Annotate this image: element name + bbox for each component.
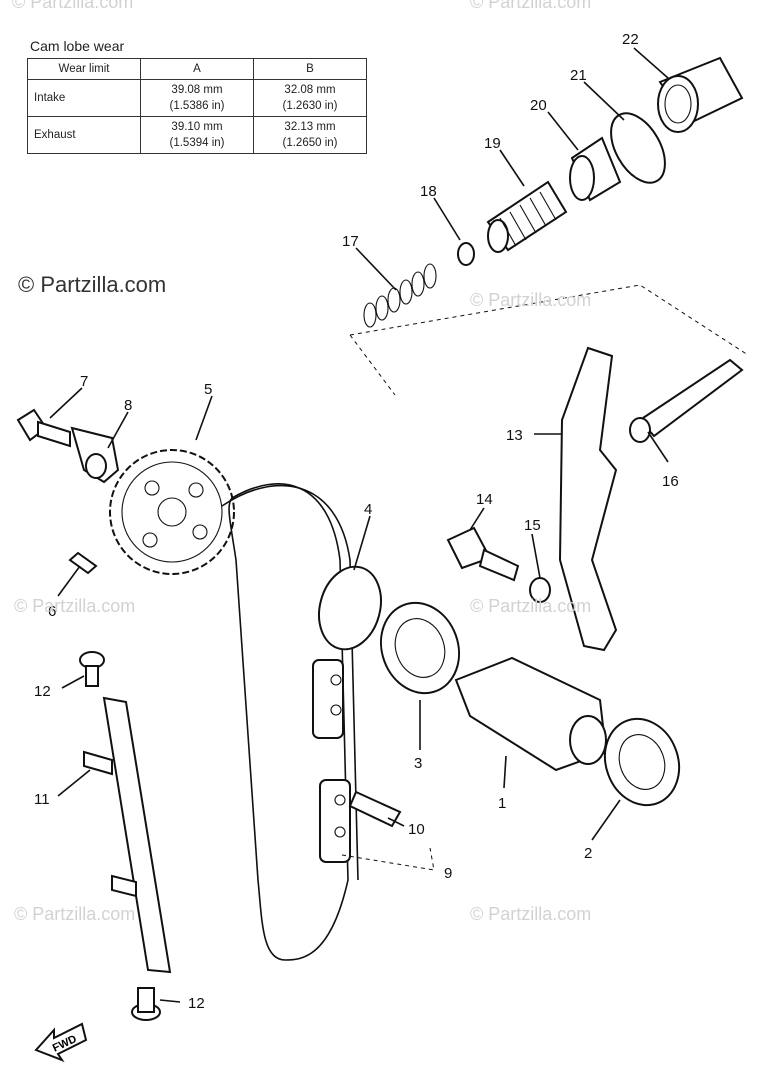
- callout-11: 11: [34, 791, 50, 808]
- callout-13: 13: [506, 427, 523, 444]
- fwd-arrow-icon: FWD: [34, 1022, 88, 1063]
- part-5-sprocket: [109, 449, 235, 575]
- part-17-spring: [363, 263, 437, 328]
- callout-12-upper: 12: [34, 683, 51, 700]
- part-6-dowel-pin: [68, 551, 98, 575]
- watermark: © Partzilla.com: [14, 596, 136, 616]
- callout-20: 20: [530, 97, 547, 114]
- callout-16: 16: [662, 473, 679, 490]
- callout-18: 18: [420, 183, 437, 200]
- table-header-row: Wear limit A B: [27, 58, 367, 80]
- leader-lines: [49, 47, 669, 1003]
- callout-17: 17: [342, 233, 359, 250]
- part-16-pivot-bolt: [629, 358, 744, 443]
- header-b: B: [253, 58, 367, 80]
- part-20-nut: [569, 136, 622, 202]
- part-18-washer: [457, 242, 475, 266]
- part-9-chain-link: [312, 659, 351, 863]
- cam-chain: [228, 483, 349, 961]
- callout-1: 1: [498, 795, 506, 812]
- intake-b-cell: 32.08 mm (1.2630 in): [253, 79, 367, 117]
- watermark: © Partzilla.com: [12, 0, 134, 12]
- spec-table-title: Cam lobe wear: [30, 38, 125, 54]
- callout-21: 21: [570, 67, 587, 84]
- watermark: © Partzilla.com: [470, 904, 592, 924]
- intake-a-mm: 39.08 mm: [171, 84, 223, 96]
- row-label-exhaust: Exhaust: [27, 116, 141, 154]
- watermark: © Partzilla.com: [14, 904, 136, 924]
- callout-14: 14: [476, 491, 493, 508]
- exhaust-b-mm: 32.13 mm: [284, 121, 336, 133]
- callout-10: 10: [408, 821, 425, 838]
- callout-7: 7: [80, 373, 88, 390]
- header-a: A: [140, 58, 254, 80]
- callout-22: 22: [622, 31, 639, 48]
- exhaust-b-cell: 32.13 mm (1.2650 in): [253, 116, 367, 154]
- group-bracket-upper: [349, 284, 749, 396]
- exhaust-a-cell: 39.10 mm (1.5394 in): [140, 116, 254, 154]
- callout-3: 3: [414, 755, 422, 772]
- part-2-bearing: [603, 717, 681, 807]
- callout-8: 8: [124, 397, 132, 414]
- callout-12-lower: 12: [188, 995, 205, 1012]
- part-12-bolt-lower: [131, 987, 161, 1021]
- callout-15: 15: [524, 517, 541, 534]
- table-row-intake: Intake 39.08 mm (1.5386 in) 32.08 mm (1.…: [27, 79, 367, 117]
- part-10-master-link: [348, 790, 402, 828]
- part-8-lock-washer: [70, 426, 120, 484]
- part-11-chain-guide: [83, 696, 172, 974]
- part-1-camshaft: [454, 656, 608, 772]
- exhaust-a-mm: 39.10 mm: [171, 121, 223, 133]
- part-7-bolt: [16, 408, 71, 448]
- callout-2: 2: [584, 845, 592, 862]
- part-12-bolt-upper: [79, 651, 105, 687]
- intake-b-mm: 32.08 mm: [284, 84, 336, 96]
- exhaust-b-in: (1.2650 in): [282, 137, 338, 149]
- watermark-logo: © Partzilla.com: [18, 272, 167, 297]
- callout-9: 9: [444, 865, 452, 882]
- part-4-circlip: [318, 565, 382, 651]
- callout-19: 19: [484, 135, 501, 152]
- intake-b-in: (1.2630 in): [282, 100, 338, 112]
- watermark: © Partzilla.com: [470, 290, 592, 310]
- exhaust-a-in: (1.5394 in): [169, 137, 225, 149]
- group-bracket-chain: [341, 847, 435, 871]
- part-13-tensioner-guide: [558, 346, 618, 652]
- callout-6: 6: [48, 603, 56, 620]
- part-3-bearing: [379, 601, 461, 695]
- cam-chain-inner: [221, 484, 359, 881]
- part-14-guide-bolt: [446, 526, 520, 582]
- part-19-plunger: [486, 180, 568, 253]
- watermark: © Partzilla.com: [470, 0, 592, 12]
- part-22-cap: [657, 56, 744, 133]
- watermark: © Partzilla.com: [470, 596, 592, 616]
- callout-4: 4: [364, 501, 372, 518]
- header-wear-limit: Wear limit: [27, 58, 141, 80]
- table-row-exhaust: Exhaust 39.10 mm (1.5394 in) 32.13 mm (1…: [27, 116, 367, 154]
- row-label-intake: Intake: [27, 79, 141, 117]
- intake-a-in: (1.5386 in): [169, 100, 225, 112]
- intake-a-cell: 39.08 mm (1.5386 in): [140, 79, 254, 117]
- callout-5: 5: [204, 381, 212, 398]
- cam-lobe-wear-table: Wear limit A B Intake 39.08 mm (1.5386 i…: [27, 58, 367, 154]
